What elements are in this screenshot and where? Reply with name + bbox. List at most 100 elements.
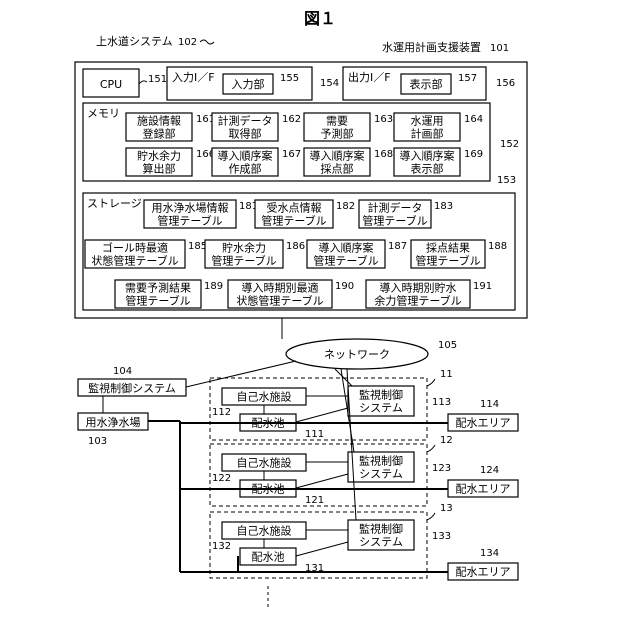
system-leader [200, 40, 214, 44]
input-if-ref: 154 [320, 78, 339, 89]
facility-ref: 112 [212, 407, 231, 418]
system-label: 上水道システム [96, 34, 173, 48]
storage-item-183-ref: 183 [434, 201, 453, 212]
storage-item-185-ref: 185 [188, 241, 207, 252]
group-13: 13自己水施設配水池132131監視制御システム133配水エリア134 [180, 503, 518, 580]
group-leader [427, 445, 435, 452]
cpu-ref: 151 [148, 74, 167, 85]
memory-item-168-label-2: 採点部 [321, 162, 354, 176]
memory-item-164-ref: 164 [464, 114, 483, 125]
facility-ref: 122 [212, 473, 231, 484]
group-ref: 12 [440, 435, 453, 446]
storage-item-181-label-2: 管理テーブル [157, 214, 222, 228]
self-water-facility-label-1: 自己水施設 [237, 524, 292, 538]
area-ref: 114 [480, 399, 499, 410]
monitor-system-label-2: システム [359, 402, 403, 415]
reservoir-monitor-link [296, 408, 348, 422]
reservoir-monitor-link [296, 542, 348, 556]
storage-item-188-label-2: 管理テーブル [415, 254, 480, 268]
storage-item-190-ref: 190 [335, 281, 354, 292]
monitor-system-label-1: 監視制御 [359, 454, 403, 468]
storage-label: ストレージ [87, 197, 142, 210]
monitor-ref: 113 [432, 397, 451, 408]
storage-item-189-label-1: 需要予測結果 [125, 281, 191, 295]
apparatus-label: 水運用計画支援装置 [382, 40, 481, 54]
group-leader [427, 513, 435, 520]
output-device-label: 表示部 [410, 77, 443, 91]
area-ref: 134 [480, 548, 499, 559]
storage-item-188-ref: 188 [488, 241, 507, 252]
plant-ref: 103 [88, 436, 107, 447]
memory-item-167-ref: 167 [282, 149, 301, 160]
storage-item-188-label-1: 採点結果 [426, 241, 470, 255]
memory-item-168-label-1: 導入順序案 [310, 149, 365, 163]
memory-item-163-label-2: 予測部 [321, 127, 354, 141]
memory-label: メモリ [87, 107, 120, 120]
memory-item-164-label-2: 計画部 [411, 127, 444, 141]
memory-item-169-label-2: 表示部 [411, 162, 444, 176]
monitor-system-label-2: システム [359, 536, 403, 549]
memory-item-161-label-2: 登録部 [143, 127, 176, 141]
group-12: 12自己水施設配水池122121監視制御システム123配水エリア124 [180, 435, 518, 506]
network-label: ネットワーク [324, 348, 390, 361]
memory-item-169-label-1: 導入順序案 [400, 149, 455, 163]
output-if-label: 出力I／F [348, 70, 391, 84]
group-leader [427, 379, 435, 386]
area-ref: 124 [480, 465, 499, 476]
storage-item-185-label-1: ゴール時最適 [102, 241, 168, 255]
monitor-ref: 133 [432, 531, 451, 542]
reservoir-ref: 111 [305, 429, 324, 440]
memory-item-164-label-1: 水運用 [411, 115, 444, 128]
distribution-area-label-1: 配水エリア [456, 566, 511, 579]
storage-item-189-ref: 189 [204, 281, 223, 292]
memory-item-167-label-2: 作成部 [229, 162, 262, 176]
storage-item-182-label-1: 受水点情報 [267, 202, 322, 215]
memory-item-163-ref: 163 [374, 114, 393, 125]
storage-item-181-label-1: 用水浄水場情報 [152, 201, 229, 215]
memory-item-162-label-2: 取得部 [229, 127, 262, 141]
storage-item-190-label-1: 導入時期別最適 [242, 281, 319, 295]
self-water-facility-label-1: 自己水施設 [237, 456, 292, 470]
water-area-groups: 11自己水施設配水池112111監視制御システム113配水エリア11412自己水… [180, 369, 518, 580]
output-device-ref: 157 [458, 73, 477, 84]
cpu-label: CPU [100, 78, 122, 91]
input-device-ref: 155 [280, 73, 299, 84]
plant-label: 用水浄水場 [86, 415, 141, 429]
distribution-area-label-1: 配水エリア [456, 417, 511, 430]
memory-item-169-ref: 169 [464, 149, 483, 160]
monitor-ref: 123 [432, 463, 451, 474]
apparatus-ref: 101 [490, 43, 509, 54]
input-if-label: 入力I／F [172, 71, 215, 84]
storage-item-186-label-2: 管理テーブル [211, 254, 276, 268]
group-ref: 13 [440, 503, 453, 514]
input-device-label: 入力部 [232, 77, 265, 91]
figure-title: 図１ [304, 9, 336, 28]
storage-item-191-label-1: 導入時期別貯水 [380, 281, 457, 295]
group-ref: 11 [440, 369, 453, 380]
monitor-main-ref: 104 [113, 366, 132, 377]
monitor-system-label-1: 監視制御 [359, 388, 403, 402]
storage-ref: 153 [497, 175, 516, 186]
storage-item-186-label-1: 貯水余力 [222, 241, 266, 255]
reservoir-ref: 121 [305, 495, 324, 506]
storage-item-187-label-1: 導入順序案 [319, 241, 374, 255]
reservoir-label-1: 配水池 [252, 551, 285, 564]
facility-ref: 132 [212, 541, 231, 552]
storage-item-187-label-2: 管理テーブル [313, 254, 378, 268]
storage-item-189-label-2: 管理テーブル [125, 294, 190, 308]
storage-item-182-ref: 182 [336, 201, 355, 212]
memory-item-166-label-2: 算出部 [143, 162, 176, 176]
distribution-area-label-1: 配水エリア [456, 483, 511, 496]
system-ref: 102 [178, 37, 197, 48]
memory-item-168-ref: 168 [374, 149, 393, 160]
storage-item-187-ref: 187 [388, 241, 407, 252]
self-water-facility-label-1: 自己水施設 [237, 390, 292, 404]
storage-item-191-label-2: 余力管理テーブル [374, 294, 461, 308]
memory-item-167-label-1: 導入順序案 [218, 149, 273, 163]
memory-item-161-label-1: 施設情報 [137, 114, 181, 128]
memory-item-162-ref: 162 [282, 114, 301, 125]
monitor-network-link [186, 361, 296, 387]
storage-item-190-label-2: 状態管理テーブル [236, 294, 323, 308]
memory-item-166-label-1: 貯水余力 [137, 149, 181, 163]
